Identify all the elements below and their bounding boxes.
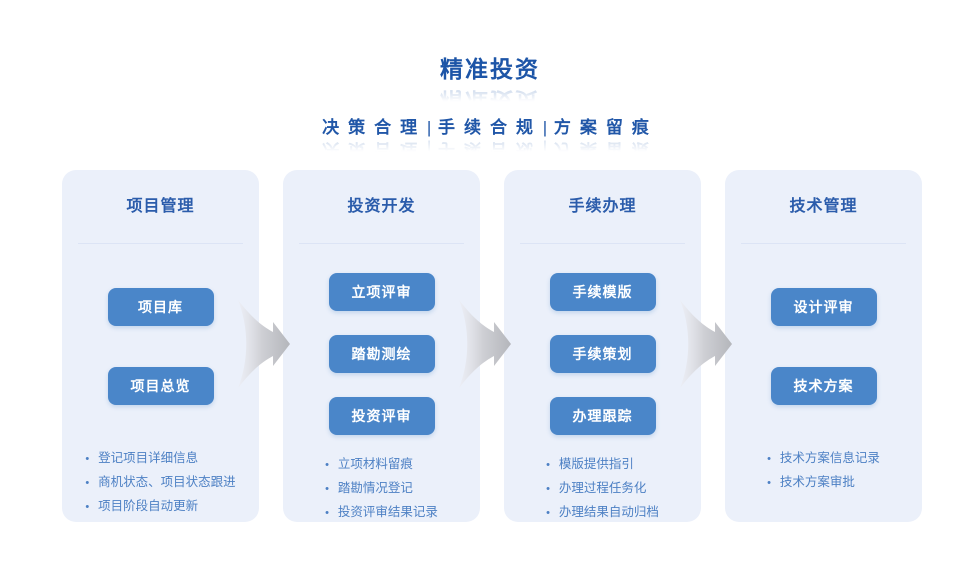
flow-right-arrow-icon: [459, 300, 511, 388]
panel-divider: [299, 243, 464, 244]
list-item-text: 商机状态、项目状态跟进: [98, 475, 236, 489]
bullet-dot: •: [767, 453, 771, 465]
list-item: • 投资评审结果记录: [325, 501, 438, 525]
list-item: • 技术方案审批: [767, 471, 880, 495]
bullet-dot: •: [325, 507, 329, 519]
panel-investment-development: 投资开发 立项评审 踏勘测绘 投资评审 • 立项材料留痕 • 踏勘情况登记 • …: [283, 170, 480, 522]
list-item: • 踏勘情况登记: [325, 477, 438, 501]
panel-project-management: 项目管理 项目库 项目总览 • 登记项目详细信息 • 商机状态、项目状态跟进 •…: [62, 170, 259, 522]
list-item-text: 模版提供指引: [558, 457, 634, 471]
bullet-dot: •: [546, 507, 550, 519]
list-item-text: 立项材料留痕: [337, 457, 413, 471]
list-item: • 项目阶段自动更新: [85, 495, 235, 519]
subtitle-separator: |: [542, 118, 548, 137]
list-item: • 办理结果自动归档: [546, 501, 659, 525]
panel-title: 手续办理: [568, 198, 637, 215]
feature-button[interactable]: 立项评审: [328, 273, 435, 311]
list-item-text: 办理结果自动归档: [558, 505, 659, 519]
feature-button[interactable]: 踏勘测绘: [328, 335, 435, 373]
list-item: • 登记项目详细信息: [85, 447, 235, 471]
bullet-dot: •: [546, 483, 550, 495]
list-item-text: 技术方案信息记录: [779, 451, 880, 465]
feature-button[interactable]: 办理跟踪: [549, 397, 656, 435]
panel-divider: [78, 243, 243, 244]
feature-button[interactable]: 项目库: [107, 288, 214, 326]
list-item-text: 办理过程任务化: [558, 481, 647, 495]
list-item: • 商机状态、项目状态跟进: [85, 471, 235, 495]
bullet-dot: •: [85, 453, 90, 465]
list-item-text: 项目阶段自动更新: [98, 499, 199, 513]
bullet-list: • 立项材料留痕 • 踏勘情况登记 • 投资评审结果记录: [325, 453, 438, 525]
bullet-dot: •: [85, 501, 90, 513]
list-item: • 模版提供指引: [546, 453, 659, 477]
subtitle-segment: 手续合规: [438, 118, 542, 137]
bullet-list: • 登记项目详细信息 • 商机状态、项目状态跟进 • 项目阶段自动更新: [85, 447, 235, 519]
feature-button[interactable]: 手续模版: [549, 273, 656, 311]
feature-button[interactable]: 投资评审: [328, 397, 435, 435]
panel-title: 投资开发: [347, 198, 416, 215]
bullet-dot: •: [85, 477, 90, 489]
page-title: 精准投资: [440, 56, 540, 82]
subtitle-separator: |: [426, 118, 432, 137]
list-item-text: 登记项目详细信息: [98, 451, 199, 465]
panel-divider: [741, 243, 906, 244]
feature-button[interactable]: 设计评审: [770, 288, 877, 326]
panel-procedure-handling: 手续办理 手续模版 手续策划 办理跟踪 • 模版提供指引 • 办理过程任务化 •…: [504, 170, 701, 522]
panel-technical-management: 技术管理 设计评审 技术方案 • 技术方案信息记录 • 技术方案审批: [725, 170, 922, 522]
flow-right-arrow-icon: [238, 300, 290, 388]
panel-title: 项目管理: [126, 198, 195, 215]
page-subtitle: 决策合理 | 手续合规 | 方案留痕: [0, 113, 980, 138]
subtitle-segment: 方案留痕: [553, 118, 658, 137]
feature-button[interactable]: 手续策划: [549, 335, 656, 373]
panel-title: 技术管理: [789, 198, 858, 215]
panel-row: 项目管理 项目库 项目总览 • 登记项目详细信息 • 商机状态、项目状态跟进 •…: [62, 170, 922, 522]
panel-divider: [520, 243, 685, 244]
bullet-dot: •: [546, 459, 550, 471]
flow-right-arrow-icon: [680, 300, 732, 388]
feature-button[interactable]: 技术方案: [770, 367, 877, 405]
list-item: • 技术方案信息记录: [767, 447, 880, 471]
bullet-list: • 技术方案信息记录 • 技术方案审批: [767, 447, 880, 495]
bullet-list: • 模版提供指引 • 办理过程任务化 • 办理结果自动归档: [546, 453, 659, 525]
list-item-text: 投资评审结果记录: [337, 505, 438, 519]
bullet-dot: •: [325, 459, 329, 471]
bullet-dot: •: [767, 477, 771, 489]
list-item: • 立项材料留痕: [325, 453, 438, 477]
list-item: • 办理过程任务化: [546, 477, 659, 501]
subtitle-segment: 决策合理: [322, 118, 427, 137]
list-item-text: 技术方案审批: [779, 475, 855, 489]
list-item-text: 踏勘情况登记: [337, 481, 413, 495]
bullet-dot: •: [325, 483, 329, 495]
feature-button[interactable]: 项目总览: [107, 367, 214, 405]
